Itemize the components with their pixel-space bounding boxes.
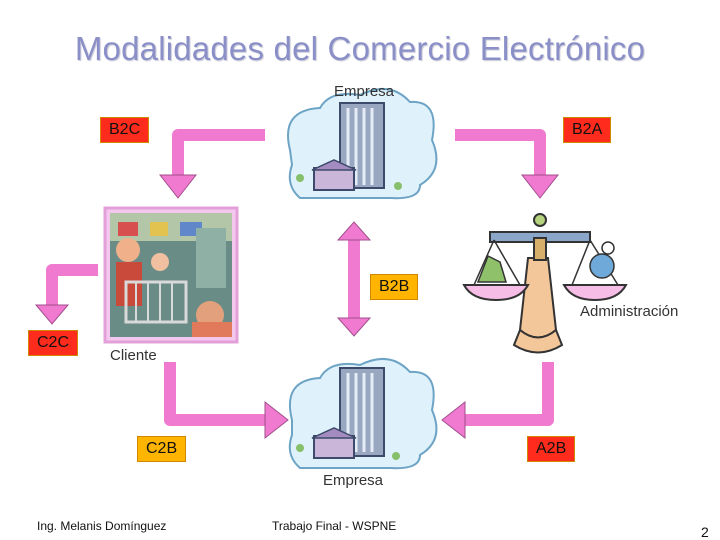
node-label-empresa-top: Empresa: [334, 83, 394, 100]
building-bottom-icon: [290, 359, 437, 468]
node-label-cliente: Cliente: [110, 347, 157, 364]
tag-b2a: B2A: [563, 117, 611, 143]
tag-c2c: C2C: [28, 330, 78, 356]
footer-author: Ing. Melanis Domínguez: [37, 519, 166, 533]
tag-a2b: A2B: [527, 436, 575, 462]
tag-b2c: B2C: [100, 117, 149, 143]
tag-b2b: B2B: [370, 274, 418, 300]
tag-c2b: C2B: [137, 436, 186, 462]
scale-icon: [464, 214, 626, 353]
footer-work: Trabajo Final - WSPNE: [272, 519, 396, 533]
node-label-administracion: Administración: [580, 303, 678, 320]
supermarket-photo-icon: [105, 208, 237, 342]
arrow-c2b: [170, 362, 265, 420]
arrow-b2c: [178, 135, 265, 175]
node-label-empresa-bottom: Empresa: [323, 472, 383, 489]
page-number: 2: [701, 524, 709, 540]
arrow-c2c: [52, 270, 98, 305]
arrow-b2a: [455, 135, 540, 175]
arrow-a2b: [465, 362, 548, 420]
building-top-icon: [288, 89, 436, 198]
